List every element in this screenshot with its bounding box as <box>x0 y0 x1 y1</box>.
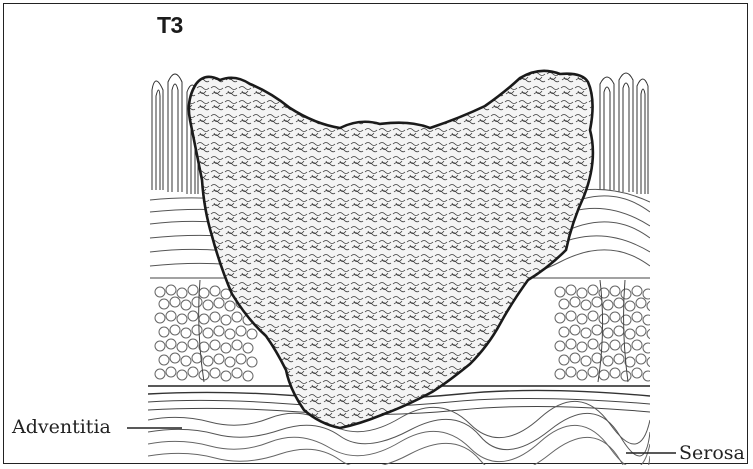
serosa-label: Serosa <box>679 442 745 464</box>
mucosa-glands-right <box>600 73 648 194</box>
tumor-mass <box>189 71 593 428</box>
adventitia-label: Adventitia <box>12 416 111 438</box>
stage-title: T3 <box>157 12 183 39</box>
